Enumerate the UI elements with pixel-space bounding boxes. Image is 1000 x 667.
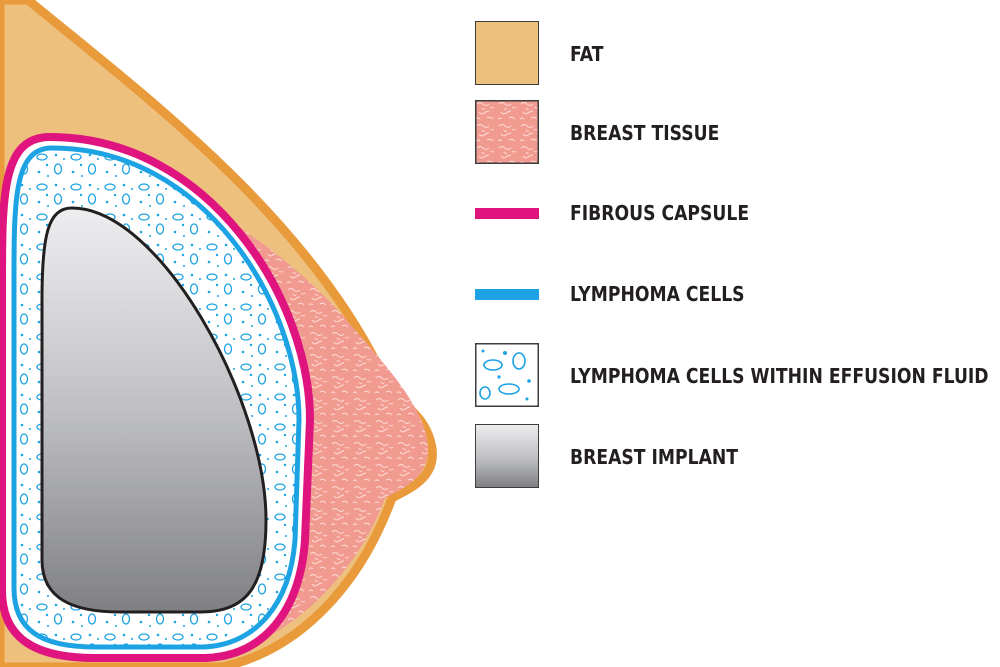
legend-item-lymphoma-cells: LYMPHOMA CELLS <box>470 279 1000 309</box>
effusion-fluid-swatch <box>475 343 539 407</box>
legend-label-breast-implant: BREAST IMPLANT <box>570 445 738 469</box>
legend-label-fat: FAT <box>570 42 603 66</box>
fat-swatch <box>475 21 539 85</box>
legend-item-breast-implant: BREAST IMPLANT <box>470 424 1000 490</box>
legend-item-fat: FAT <box>470 21 1000 87</box>
fibrous-capsule-swatch <box>475 208 539 219</box>
legend-label-lymphoma-cells: LYMPHOMA CELLS <box>570 282 745 306</box>
legend-item-fibrous-capsule: FIBROUS CAPSULE <box>470 198 1000 228</box>
legend-label-breast-tissue: BREAST TISSUE <box>570 121 719 145</box>
legend-item-breast-tissue: BREAST TISSUE <box>470 100 1000 166</box>
breast-implant-swatch <box>475 424 539 488</box>
legend: FAT BREAST TISSUE FIBROUS CAPSULE LYMPHO… <box>470 0 1000 667</box>
breast-tissue-swatch <box>475 100 539 164</box>
legend-label-effusion-fluid: LYMPHOMA CELLS WITHIN EFFUSION FLUID <box>570 364 989 388</box>
legend-item-effusion-fluid: LYMPHOMA CELLS WITHIN EFFUSION FLUID <box>470 343 1000 409</box>
legend-label-fibrous-capsule: FIBROUS CAPSULE <box>570 201 749 225</box>
breast-implant-cross-section-diagram <box>0 0 470 667</box>
lymphoma-cells-swatch <box>475 289 539 300</box>
